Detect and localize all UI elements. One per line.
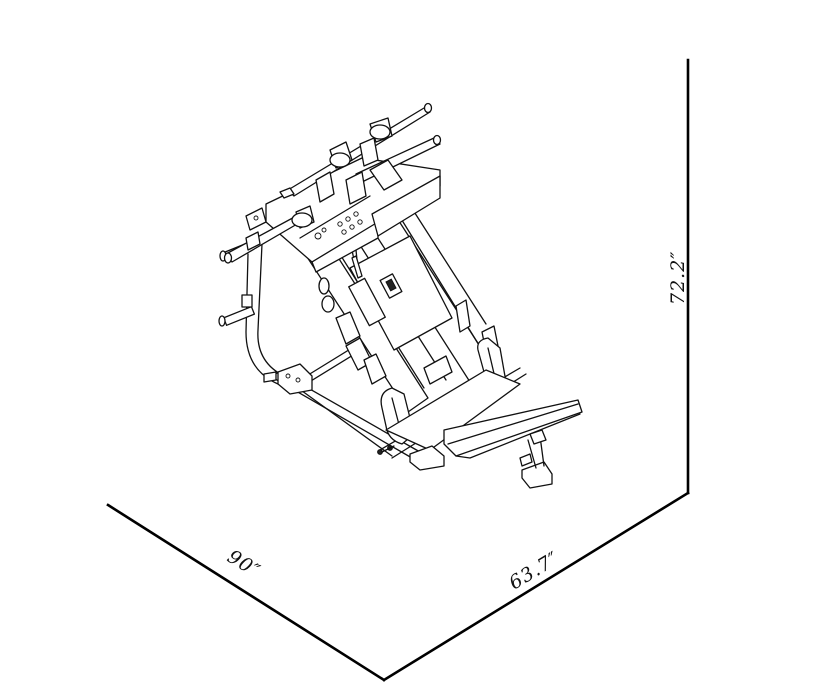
width-label: 90″	[223, 546, 264, 583]
height-label: 72.2″	[667, 251, 689, 305]
hack-squat-machine-icon	[218, 102, 583, 489]
depth-dimension-line	[382, 491, 690, 682]
dimension-lines	[106, 58, 690, 682]
width-dimension-line	[106, 503, 386, 682]
